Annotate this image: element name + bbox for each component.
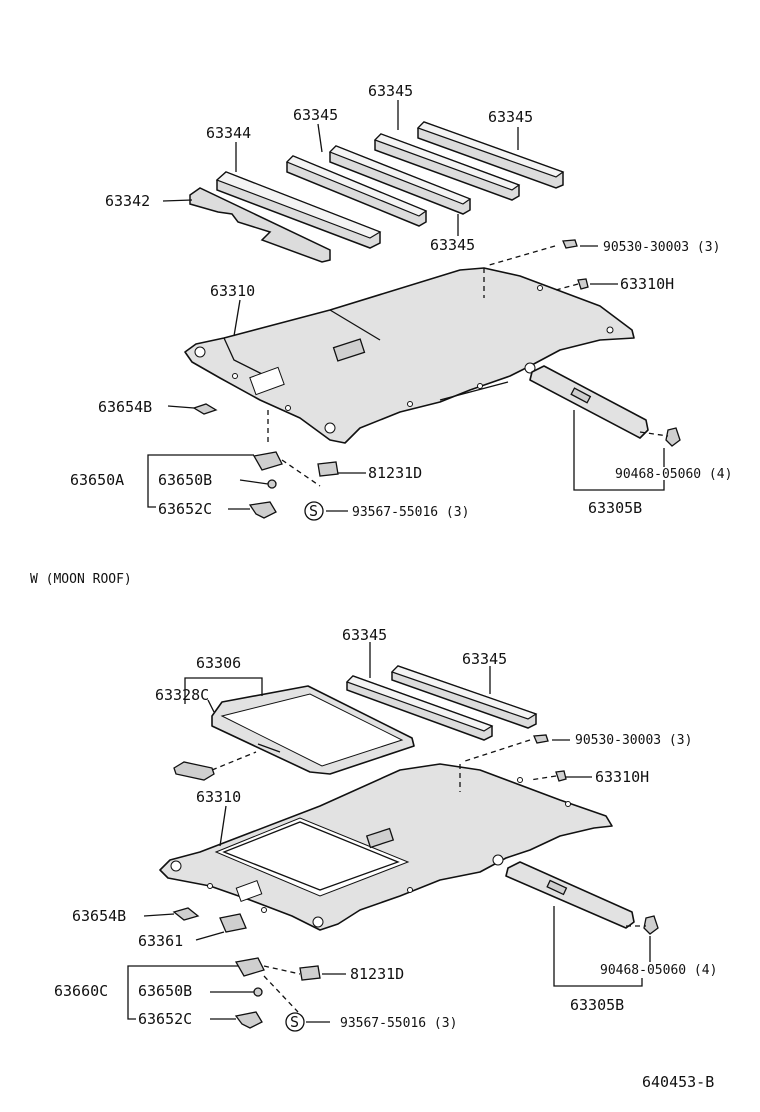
label-bottom-lamp-assy: 63660C <box>54 982 108 1000</box>
label-top-pad-d: 63345 <box>430 236 475 254</box>
label-bottom-switch: 63361 <box>138 932 183 950</box>
label-top-pad-b: 63345 <box>293 106 338 124</box>
label-top-screw: 93567-55016 (3) <box>352 505 469 520</box>
label-bottom-pad-a: 63345 <box>342 626 387 644</box>
screw-symbol-bottom: S <box>290 1013 299 1031</box>
diagram-code: 640453-B <box>642 1073 714 1091</box>
label-bottom-clip-rear: 90468-05060 (4) <box>600 963 717 978</box>
label-bottom-pad-b: 63345 <box>462 650 507 668</box>
top-headliner <box>184 267 635 444</box>
label-bottom-lamp-bulb: 63650B <box>138 982 192 1000</box>
label-bottom-clip-h: 63310H <box>595 768 649 786</box>
bottom-moonroof-opening <box>214 817 410 897</box>
label-bottom-bracket: 81231D <box>350 965 404 983</box>
label-top-clip-top: 90530-30003 (3) <box>603 240 720 255</box>
label-bottom-lamp-clip: 63652C <box>138 1010 192 1028</box>
label-bottom-headliner: 63310 <box>196 788 241 806</box>
label-top-lamp-assy: 63650A <box>70 471 124 489</box>
label-top-pad-c: 63345 <box>488 108 533 126</box>
label-bottom-clip-top: 90530-30003 (3) <box>575 733 692 748</box>
section-heading: W (MOON ROOF) <box>30 572 132 587</box>
label-bottom-trim-rear: 63305B <box>570 996 624 1014</box>
label-bottom-sunshade: 63306 <box>196 654 241 672</box>
top-sound-pads <box>189 121 565 263</box>
label-top-pad-left: 63342 <box>105 192 150 210</box>
label-bottom-screw: 93567-55016 (3) <box>340 1016 457 1031</box>
label-top-clip-h: 63310H <box>620 275 674 293</box>
label-top-headliner: 63310 <box>210 282 255 300</box>
label-bottom-lamp-cover: 63654B <box>72 907 126 925</box>
label-top-trim-rear: 63305B <box>588 499 642 517</box>
label-top-lamp-bulb: 63650B <box>158 471 212 489</box>
label-top-bracket: 81231D <box>368 464 422 482</box>
label-top-clip-rear: 90468-05060 (4) <box>615 467 732 482</box>
top-rear-trim <box>529 365 649 439</box>
screw-symbol-top: S <box>309 502 318 520</box>
top-assembly <box>147 100 681 521</box>
label-top-lamp-clip: 63652C <box>158 500 212 518</box>
bottom-rear-trim <box>505 861 635 929</box>
label-top-pad-a: 63345 <box>368 82 413 100</box>
label-top-lamp-cover: 63654B <box>98 398 152 416</box>
label-bottom-handle: 63328C <box>155 686 209 704</box>
bottom-assembly <box>127 642 659 1032</box>
bottom-headliner <box>159 763 613 931</box>
label-top-pad-front: 63344 <box>206 124 251 142</box>
